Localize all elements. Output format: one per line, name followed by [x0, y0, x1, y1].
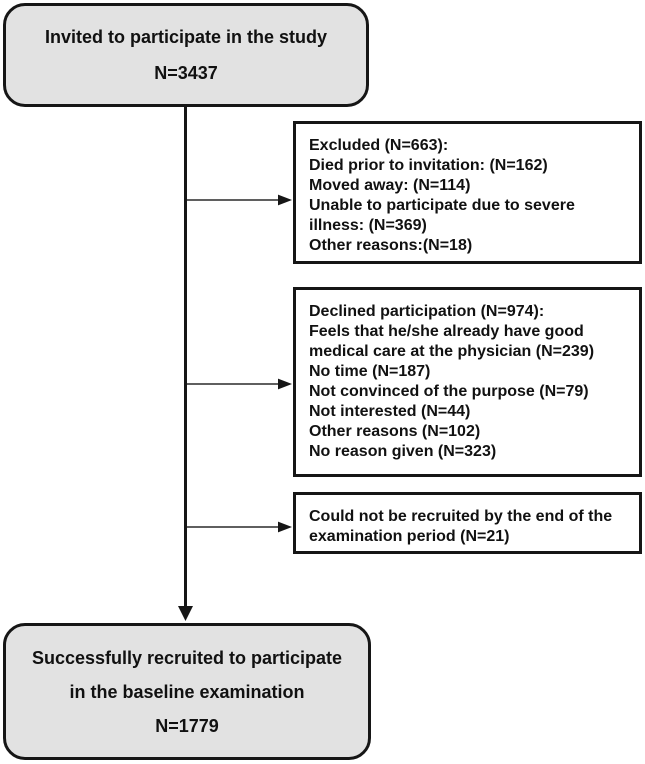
- recruited-box: Successfully recruited to participate in…: [3, 623, 371, 760]
- invited-box: Invited to participate in the study N=34…: [3, 3, 369, 107]
- excluded-line: Moved away: (N=114): [309, 177, 471, 194]
- branch-arrowhead-not-recruited-icon: [278, 521, 292, 533]
- branch-arrowhead-declined-icon: [278, 378, 292, 390]
- excluded-line: Died prior to invitation: (N=162): [309, 157, 548, 174]
- excluded-line: Other reasons:(N=18): [309, 237, 473, 254]
- trunk-arrowhead-icon: [178, 606, 193, 621]
- recruited-title-line1: Successfully recruited to participate: [31, 647, 343, 668]
- declined-line: No time (N=187): [309, 363, 431, 380]
- branch-arrowhead-excluded-icon: [278, 194, 292, 206]
- declined-line: Not convinced of the purpose (N=79): [309, 383, 589, 400]
- not-recruited-line: Could not be recruited by the end of the…: [309, 508, 613, 545]
- invited-count: N=3437: [154, 63, 218, 83]
- recruited-title-line2: in the baseline examination: [69, 681, 305, 702]
- declined-line: Feels that he/she already have good medi…: [309, 323, 595, 360]
- declined-line: No reason given (N=323): [309, 443, 497, 460]
- declined-line: Declined participation (N=974):: [309, 303, 545, 320]
- declined-line: Other reasons (N=102): [309, 423, 481, 440]
- excluded-box: Excluded (N=663): Died prior to invitati…: [293, 121, 642, 264]
- recruited-count: N=1779: [155, 715, 219, 736]
- declined-line: Not interested (N=44): [309, 403, 471, 420]
- invited-title: Invited to participate in the study: [44, 27, 328, 47]
- declined-box: Declined participation (N=974): Feels th…: [293, 287, 642, 477]
- not-recruited-box: Could not be recruited by the end of the…: [293, 492, 642, 554]
- excluded-line: Unable to participate due to severe illn…: [309, 197, 575, 234]
- excluded-line: Excluded (N=663):: [309, 137, 449, 154]
